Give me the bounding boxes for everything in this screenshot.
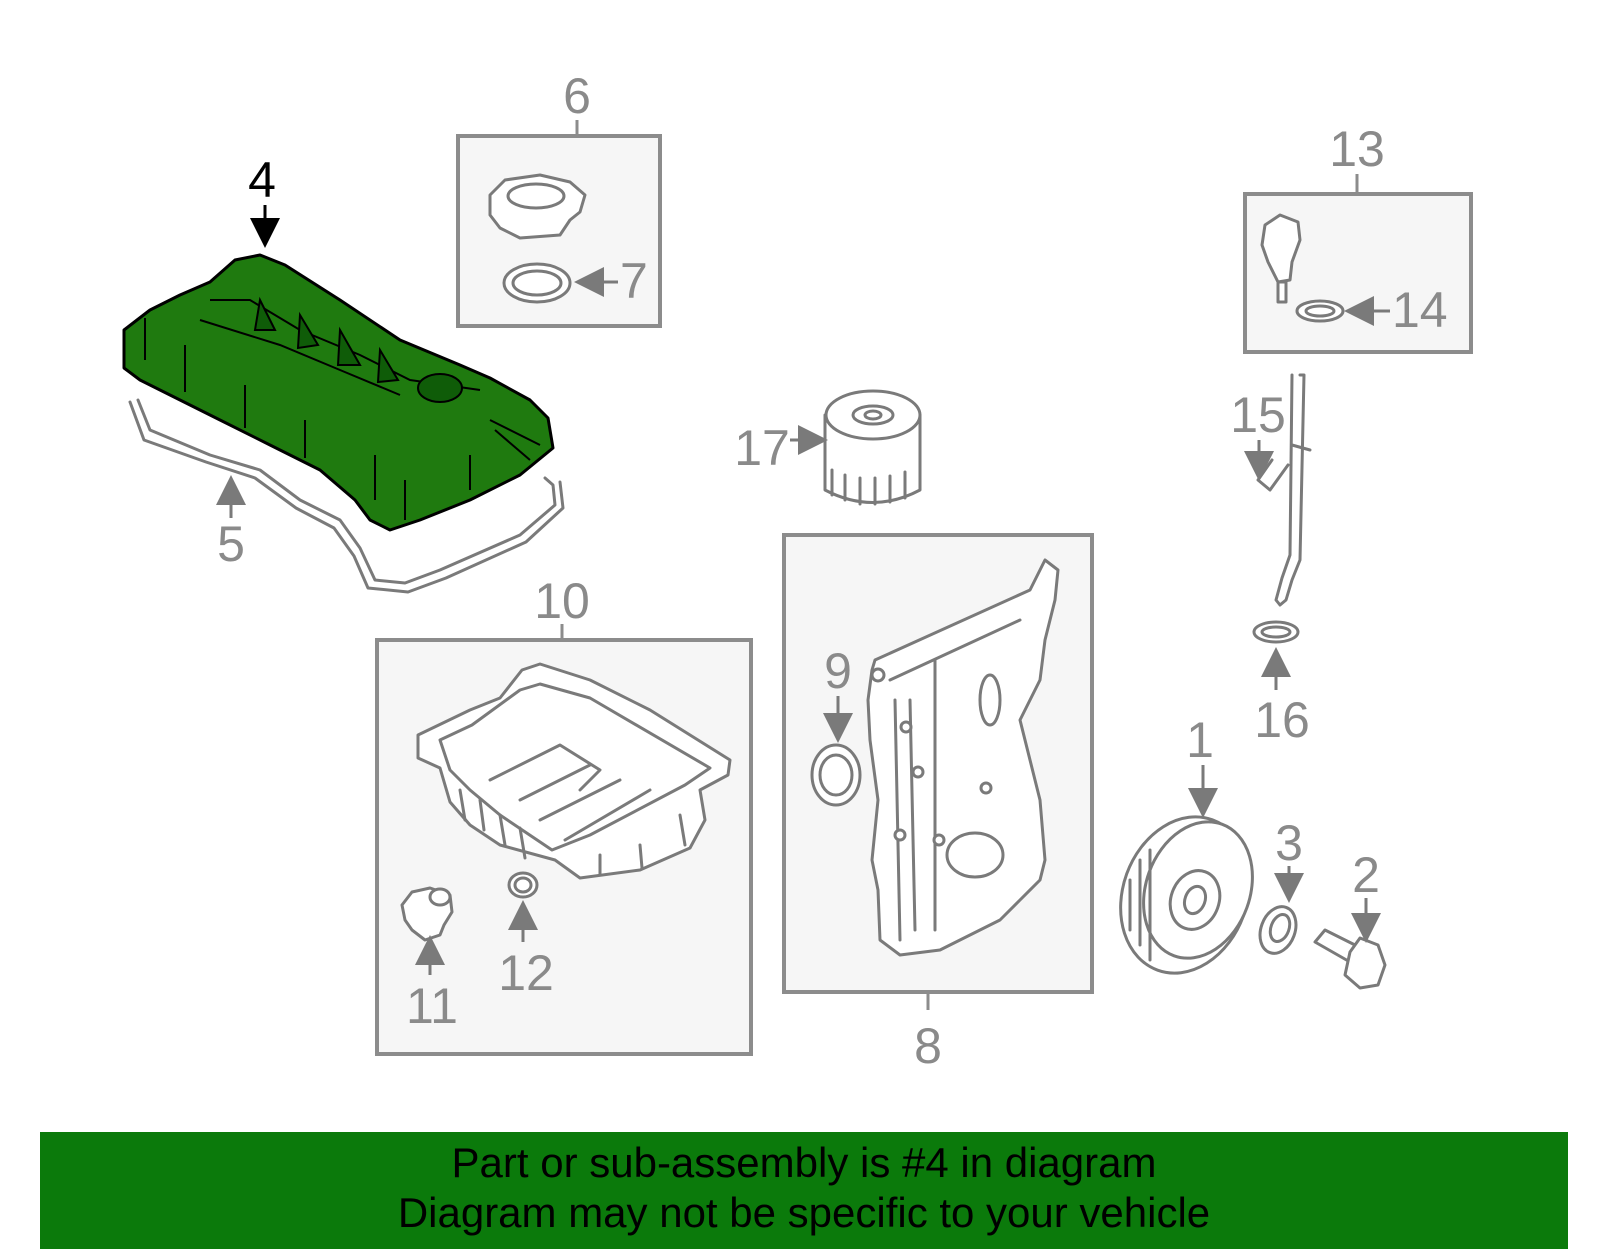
crankshaft-pulley-bolt[interactable] xyxy=(1313,928,1387,990)
callout-6: 6 xyxy=(563,68,591,124)
callout-17: 17 xyxy=(734,420,790,476)
callout-12: 12 xyxy=(498,945,554,1001)
callout-1: 1 xyxy=(1186,712,1214,768)
callout-3: 3 xyxy=(1275,815,1303,871)
oil-pan-drain-plug[interactable] xyxy=(400,886,454,942)
callout-4: 4 xyxy=(248,152,276,208)
callout-13: 13 xyxy=(1329,121,1385,177)
oil-filter[interactable] xyxy=(823,389,922,506)
callout-14: 14 xyxy=(1392,282,1448,338)
front-crankshaft-seal[interactable] xyxy=(810,743,862,807)
callout-10: 10 xyxy=(534,573,590,629)
dipstick-o-ring[interactable] xyxy=(1295,299,1345,323)
callout-2: 2 xyxy=(1352,847,1380,903)
callout-11: 11 xyxy=(406,978,458,1034)
valve-cover-body xyxy=(122,253,555,532)
callout-8: 8 xyxy=(914,1018,942,1074)
banner-line-1: Part or sub-assembly is #4 in diagram xyxy=(451,1139,1157,1186)
dipstick-tube-o-ring[interactable] xyxy=(1252,620,1300,644)
crankshaft-pulley-washer[interactable] xyxy=(1254,902,1302,959)
callout-16: 16 xyxy=(1254,692,1310,748)
dipstick-handle[interactable] xyxy=(1260,213,1302,304)
parts-diagram: 4 5 6 7 13 14 15 16 xyxy=(122,68,1473,1074)
valve-cover-gasket[interactable] xyxy=(128,398,565,594)
oil-filler-cap[interactable] xyxy=(488,173,587,240)
callout-15: 15 xyxy=(1230,387,1286,443)
timing-cover[interactable] xyxy=(866,558,1060,957)
info-banner: Part or sub-assembly is #4 in diagram Di… xyxy=(40,1132,1568,1249)
oil-pan[interactable] xyxy=(416,662,732,880)
callout-5: 5 xyxy=(217,516,245,572)
banner-line-2: Diagram may not be specific to your vehi… xyxy=(397,1189,1211,1236)
oil-filler-cap-gasket[interactable] xyxy=(502,262,572,304)
callout-9: 9 xyxy=(824,643,852,699)
valve-cover-highlighted[interactable] xyxy=(122,253,555,532)
drain-plug-gasket[interactable] xyxy=(507,871,539,899)
callout-7: 7 xyxy=(620,253,648,309)
crankshaft-pulley[interactable] xyxy=(1099,799,1270,992)
